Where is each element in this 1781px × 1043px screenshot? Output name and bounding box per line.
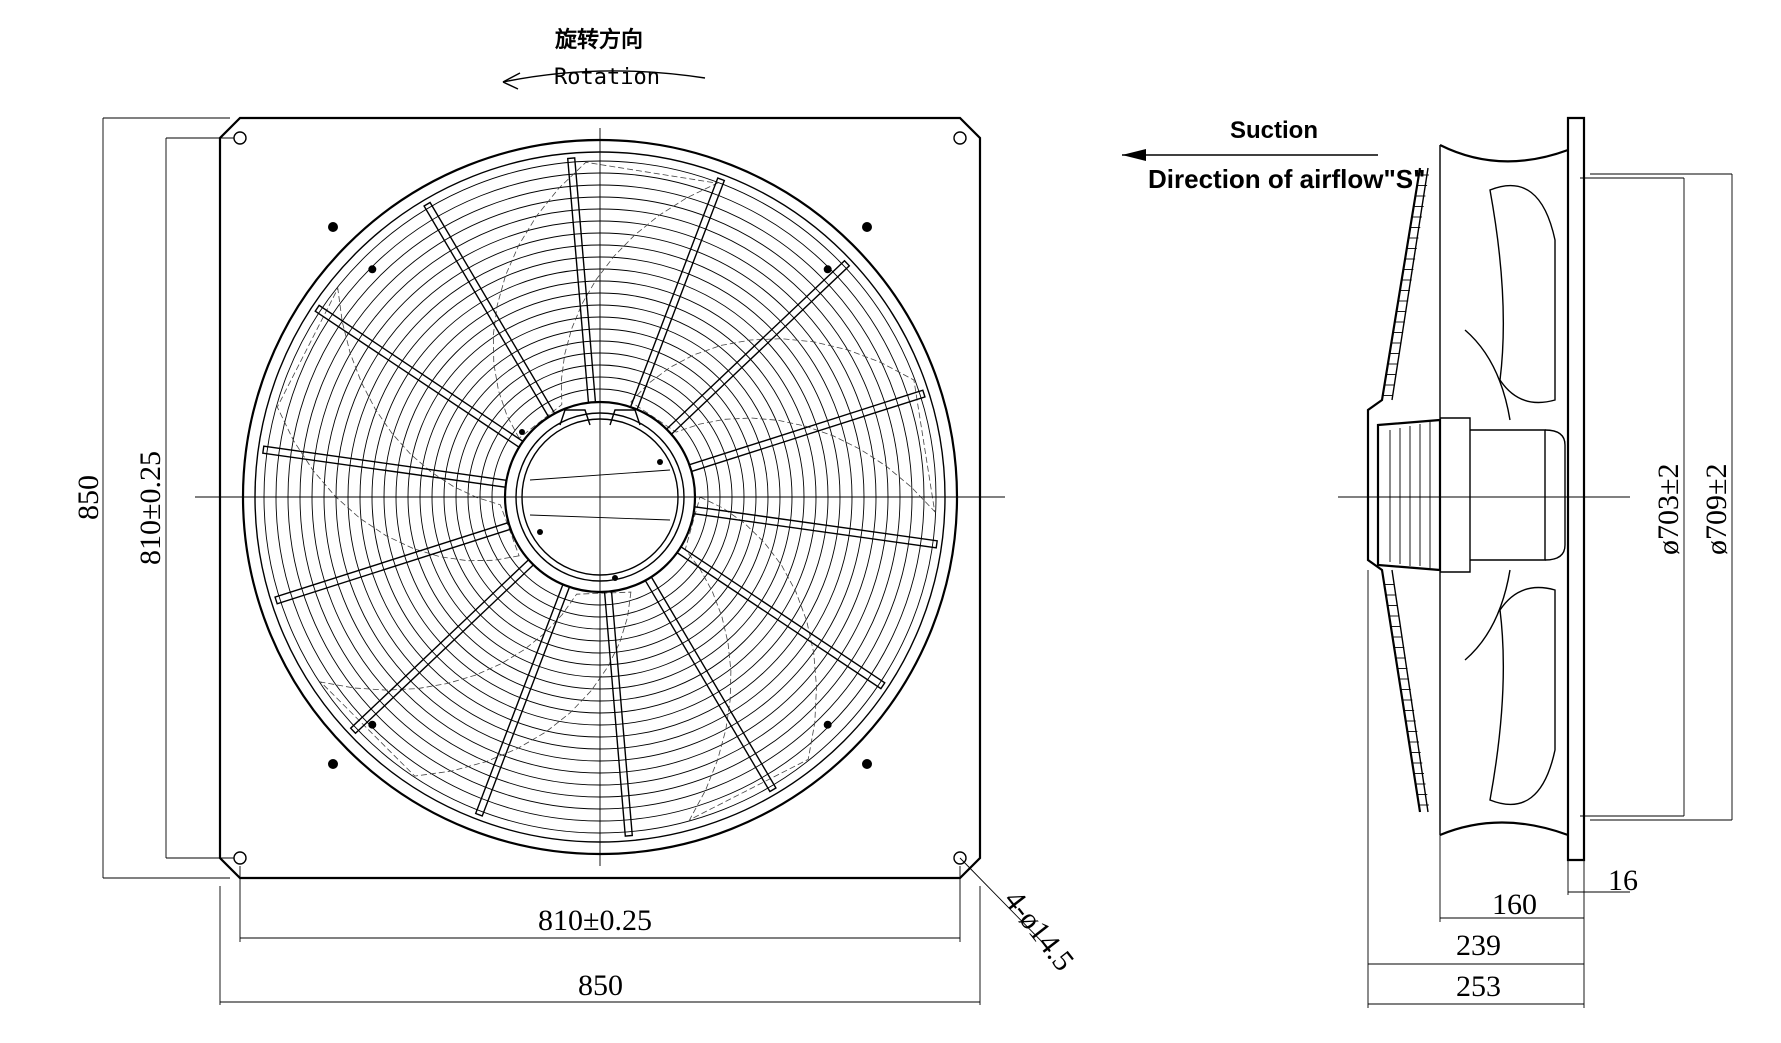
guard-spoke <box>676 545 886 690</box>
rotation-label-en: Rotation <box>554 65 660 90</box>
blade-upper <box>1489 185 1556 404</box>
fan-blade <box>684 496 817 821</box>
motor-side <box>1376 417 1566 573</box>
dim-width-outer: 850 <box>219 886 981 1005</box>
screw <box>328 759 338 769</box>
dim-160-label: 160 <box>1492 888 1537 921</box>
fan-blade <box>276 287 520 562</box>
rotation-indicator: 旋转方向 Rotation <box>502 27 706 90</box>
airflow-arrowhead <box>1122 149 1146 161</box>
dim-16-label: 16 <box>1608 864 1638 897</box>
hole-top-right <box>953 131 967 145</box>
suction-label: Suction <box>1230 117 1318 144</box>
dim-diameter-703: ø703±2 <box>1580 177 1685 817</box>
side-view: Suction Direction of airflow"S" <box>1122 116 1733 1008</box>
hub-bolt <box>612 575 618 581</box>
dim-height-holes: 810±0.25 <box>134 137 234 859</box>
guard-mount-dot <box>823 265 832 274</box>
guard-mount-dot <box>368 720 377 729</box>
rotation-arrowhead <box>502 72 521 90</box>
dim-width-holes: 810±0.25 <box>239 866 961 942</box>
guard-mount-dot <box>368 265 377 274</box>
hub-bolt <box>657 459 663 465</box>
airflow-label: Direction of airflow"S" <box>1148 164 1425 194</box>
side-plate <box>1566 116 1586 862</box>
blade-root <box>1464 329 1511 661</box>
dim-depth-239: 239 <box>1367 570 1585 968</box>
hole-top-left <box>233 131 247 145</box>
guard-outline <box>1366 167 1422 813</box>
guard-spoke <box>349 558 535 735</box>
guard-side <box>1366 167 1429 813</box>
dim-holes-label: 4-ø14.5 <box>997 884 1080 977</box>
dim-width-outer-label: 850 <box>578 969 623 1002</box>
fan-blade <box>492 161 719 439</box>
dim-height-outer: 850 <box>72 117 230 879</box>
rotor-cap <box>1544 429 1566 561</box>
hub-bolt <box>519 429 525 435</box>
guard-side-bars <box>1382 174 1429 806</box>
motor-flange <box>1440 417 1471 573</box>
fan-blade <box>319 591 632 777</box>
cooling-fins <box>1389 422 1431 568</box>
dim-depth-16: 16 <box>1567 860 1638 897</box>
guard-spoke <box>314 304 524 449</box>
screw <box>862 759 872 769</box>
guard-screws <box>328 222 872 769</box>
dim-holes-leader: 4-ø14.5 <box>959 857 1080 977</box>
screw <box>862 222 872 232</box>
hole-bottom-left <box>233 851 247 865</box>
guard-spoke <box>665 259 851 436</box>
dim-width-holes-label: 810±0.25 <box>538 904 652 937</box>
dim-239-label: 239 <box>1456 929 1501 962</box>
fan-blades <box>276 161 936 821</box>
dim-depth-253: 253 <box>1367 968 1585 1008</box>
dim-d1-label: ø703±2 <box>1652 464 1685 555</box>
rotation-arc <box>502 70 706 83</box>
screw <box>328 222 338 232</box>
blade-lower <box>1489 586 1556 805</box>
dim-253-label: 253 <box>1456 970 1501 1003</box>
dim-height-holes-label: 810±0.25 <box>134 451 167 565</box>
dim-height-outer-label: 850 <box>72 475 105 520</box>
dim-depth-160: 160 <box>1439 835 1585 922</box>
hole-bottom-right <box>953 851 967 865</box>
dim-d2-label: ø709±2 <box>1700 464 1733 555</box>
blades-side <box>1464 185 1556 805</box>
venturi-lip <box>1439 144 1569 837</box>
airflow-indicator: Suction Direction of airflow"S" <box>1122 117 1425 194</box>
motor-body <box>1376 418 1442 572</box>
guard-mount-dot <box>823 720 832 729</box>
rotation-label-cn: 旋转方向 <box>555 27 643 52</box>
cable-glands <box>559 409 641 426</box>
front-view: 旋转方向 Rotation <box>72 27 1080 1005</box>
fan-blade <box>630 338 936 513</box>
rotor <box>1470 429 1546 561</box>
hub-bolt <box>537 529 543 535</box>
dim-diameter-709: ø709±2 <box>1590 173 1733 821</box>
